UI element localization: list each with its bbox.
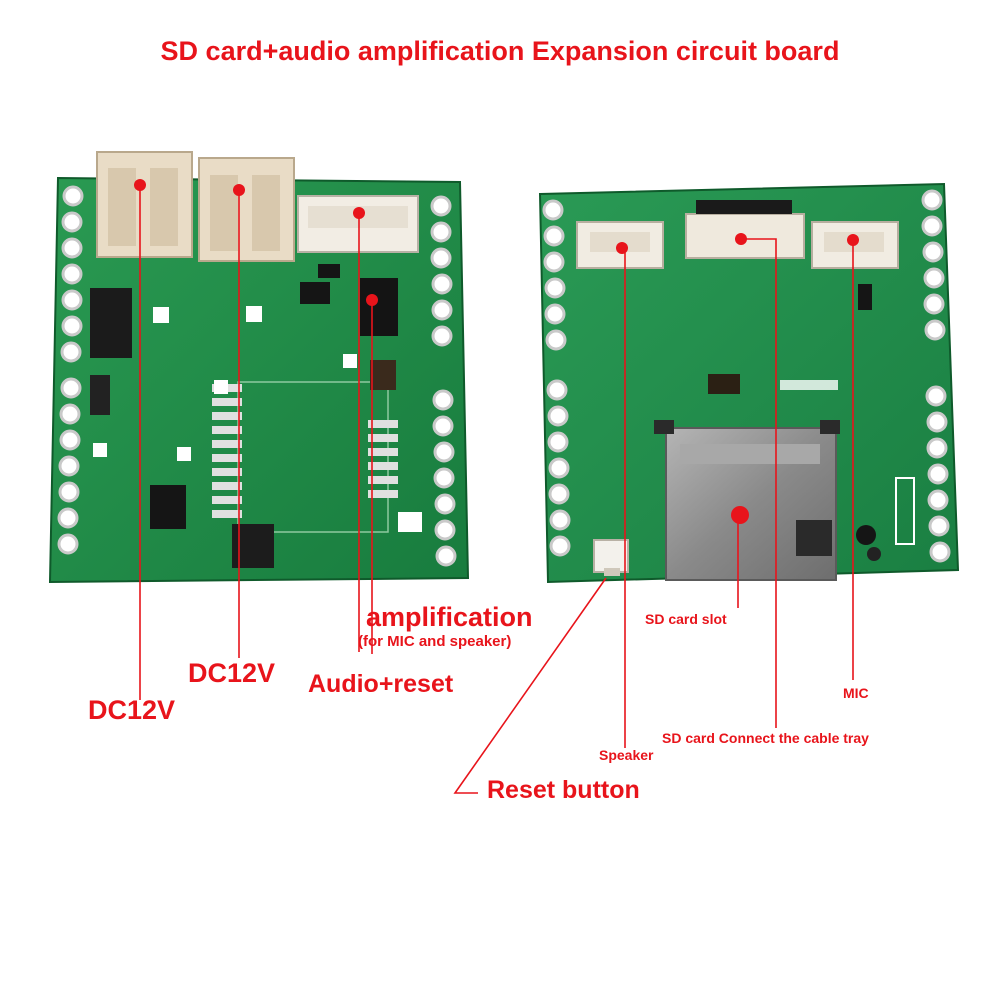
left-board <box>48 151 470 584</box>
label-sd-cable-tray: SD card Connect the cable tray <box>662 730 869 746</box>
left-board-pin-header-left <box>57 185 84 555</box>
diode-d1 <box>90 288 132 358</box>
label-sd-card-slot: SD card slot <box>645 611 727 627</box>
label-amplification: amplification <box>366 602 533 632</box>
label-mic: MIC <box>843 685 869 701</box>
sd-cable-tray-connector <box>685 200 805 259</box>
label-reset-button: Reset button <box>487 776 640 804</box>
audio-reset-connector <box>297 195 419 253</box>
reset-button <box>593 539 629 576</box>
label-amplification-note: (for MIC and speaker) <box>358 633 512 650</box>
right-board <box>538 182 960 584</box>
label-dc12v-left: DC12V <box>88 695 176 725</box>
label-speaker: Speaker <box>599 747 654 763</box>
label-audio-reset: Audio+reset <box>308 670 454 698</box>
right-board-pin-header-left <box>542 199 571 557</box>
callout-lines <box>139 185 854 794</box>
page-title: SD card+audio amplification Expansion ci… <box>160 36 840 66</box>
label-dc12v-right: DC12V <box>188 658 276 688</box>
sd-card-slot <box>654 420 840 581</box>
amplifier-chip-u2 <box>360 278 398 336</box>
dc12v-connector-2 <box>198 157 295 262</box>
left-board-pin-header-right <box>430 195 457 567</box>
callout-dots <box>134 179 859 524</box>
dc12v-connector-1 <box>96 151 193 258</box>
right-board-pin-header-right <box>921 189 951 563</box>
